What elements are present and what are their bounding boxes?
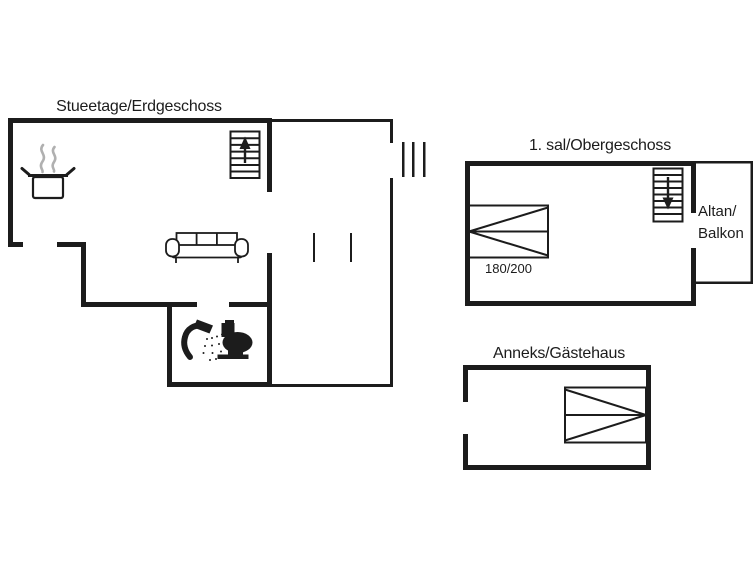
bed-size-label: 180/200: [485, 261, 532, 276]
balcony-label: Altan/ Balkon: [698, 201, 744, 245]
ground-floor-walls: [8, 118, 272, 387]
toilet-icon: [217, 320, 253, 359]
upper-floor-walls: [465, 161, 696, 306]
entrance-hatch-marks: [402, 142, 426, 177]
annex-plan: [463, 365, 651, 470]
sofa-icon: [165, 232, 249, 263]
double-bed-icon: [468, 204, 549, 259]
terrace-outline: [272, 119, 393, 387]
ground-floor-title: Stueetage/Erdgeschoss: [56, 98, 222, 115]
staircase-up-icon: [229, 130, 261, 179]
balcony-outline: [696, 161, 753, 284]
staircase-down-icon: [652, 167, 684, 223]
annex-walls: [463, 365, 651, 470]
pot-steam-icon: [20, 143, 76, 200]
upper-floor-plan: [465, 161, 753, 306]
ground-floor-plan: [8, 118, 426, 387]
balcony-label-line1: Altan/: [698, 203, 737, 220]
annex-double-bed-icon: [564, 386, 647, 444]
annex-title: Anneks/Gästehaus: [493, 345, 625, 362]
upper-floor-title: 1. sal/Obergeschoss: [528, 137, 672, 154]
door-opening-marks: [313, 233, 353, 262]
balcony-label-line2: Balkon: [698, 225, 744, 242]
